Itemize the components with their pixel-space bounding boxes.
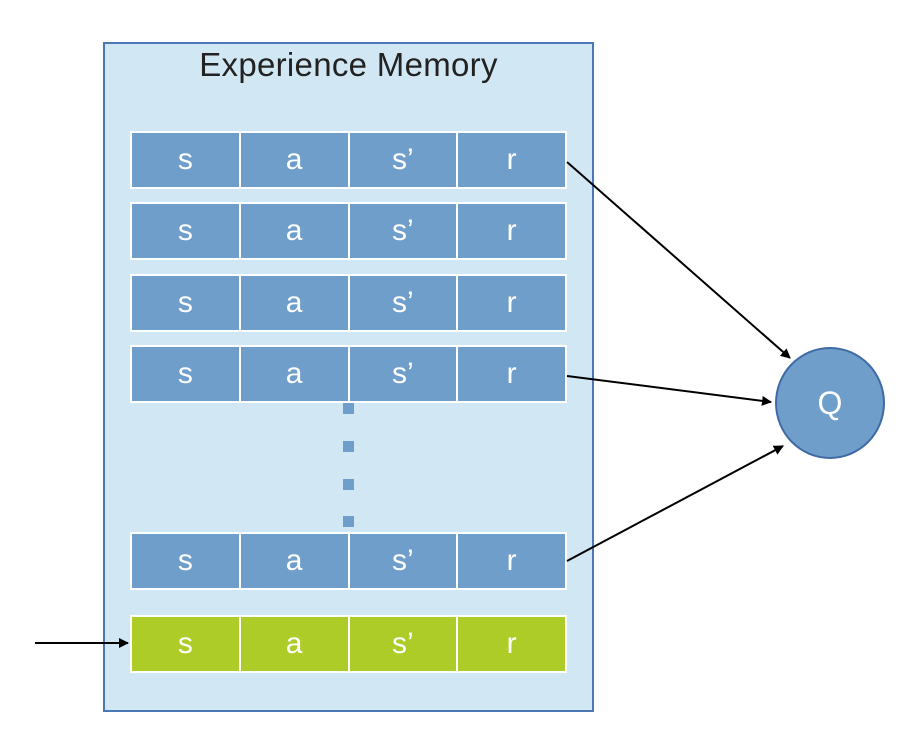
cell-state: s [132, 617, 241, 671]
cell-next-state: s’ [350, 276, 459, 330]
cell-action: a [241, 347, 350, 401]
cell-next-state: s’ [350, 204, 459, 258]
cell-state: s [132, 204, 241, 258]
cell-action: a [241, 276, 350, 330]
cell-reward: r [506, 544, 517, 577]
ellipsis-dot [343, 403, 354, 414]
memory-row-new-entry: s a s’ r [130, 615, 567, 673]
memory-row-3: s a s’ r [130, 274, 567, 332]
cell-reward: r [506, 286, 517, 319]
cell-reward: r [506, 214, 517, 247]
cell-reward: r [506, 627, 517, 660]
cell-state: s [132, 534, 241, 588]
memory-row-2: s a s’ r [130, 202, 567, 260]
memory-row-4: s a s’ r [130, 345, 567, 403]
cell-state: s [132, 276, 241, 330]
memory-row-1: s a s’ r [130, 131, 567, 189]
cell-action: a [241, 617, 350, 671]
cell-action: a [241, 204, 350, 258]
cell-action: a [241, 133, 350, 187]
q-network-node: Q [775, 347, 885, 459]
ellipsis-dot [343, 516, 354, 527]
memory-title: Experience Memory [199, 46, 498, 83]
cell-next-state: s’ [350, 617, 459, 671]
cell-reward: r [506, 143, 517, 176]
cell-reward: r [506, 357, 517, 390]
q-label: Q [817, 384, 843, 421]
arrow-last-to-q [566, 445, 784, 562]
cell-state: s [132, 347, 241, 401]
cell-next-state: s’ [350, 347, 459, 401]
cell-next-state: s’ [350, 133, 459, 187]
ellipsis-dot [343, 479, 354, 490]
ellipsis-dot [343, 441, 354, 452]
cell-action: a [241, 534, 350, 588]
arrow-row4-to-q [566, 375, 772, 406]
arrow-row1-to-q [566, 161, 791, 359]
cell-state: s [132, 133, 241, 187]
memory-row-last: s a s’ r [130, 532, 567, 590]
cell-next-state: s’ [350, 534, 459, 588]
